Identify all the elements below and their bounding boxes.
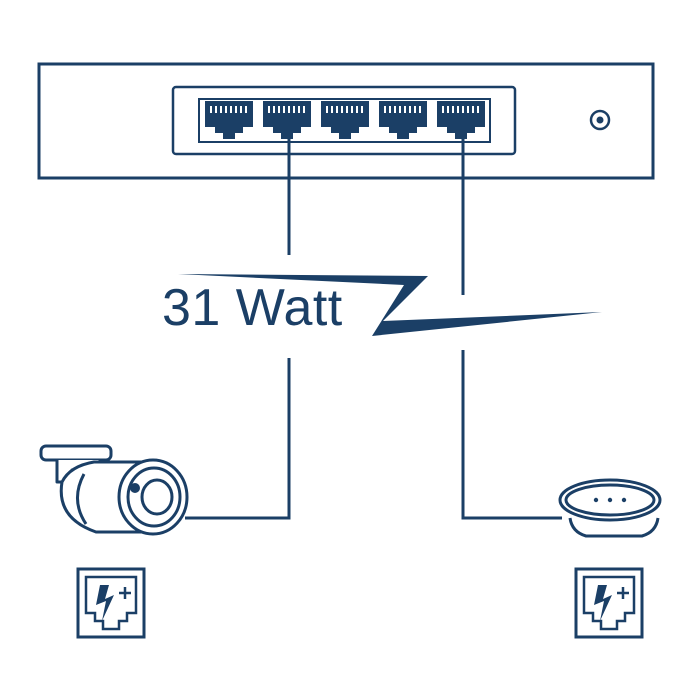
cable-to-access-point-lower xyxy=(461,350,562,520)
access-point-icon xyxy=(558,478,662,538)
bullet-camera-icon xyxy=(39,444,189,536)
poe-plus-icon xyxy=(574,567,644,639)
power-led-icon xyxy=(589,109,611,131)
network-switch xyxy=(37,62,655,180)
power-rating-label: 31 Watt xyxy=(162,279,343,337)
power-bolt-icon xyxy=(178,274,602,336)
poe-plus-icon xyxy=(76,567,146,639)
cable-to-camera-lower xyxy=(185,358,291,520)
